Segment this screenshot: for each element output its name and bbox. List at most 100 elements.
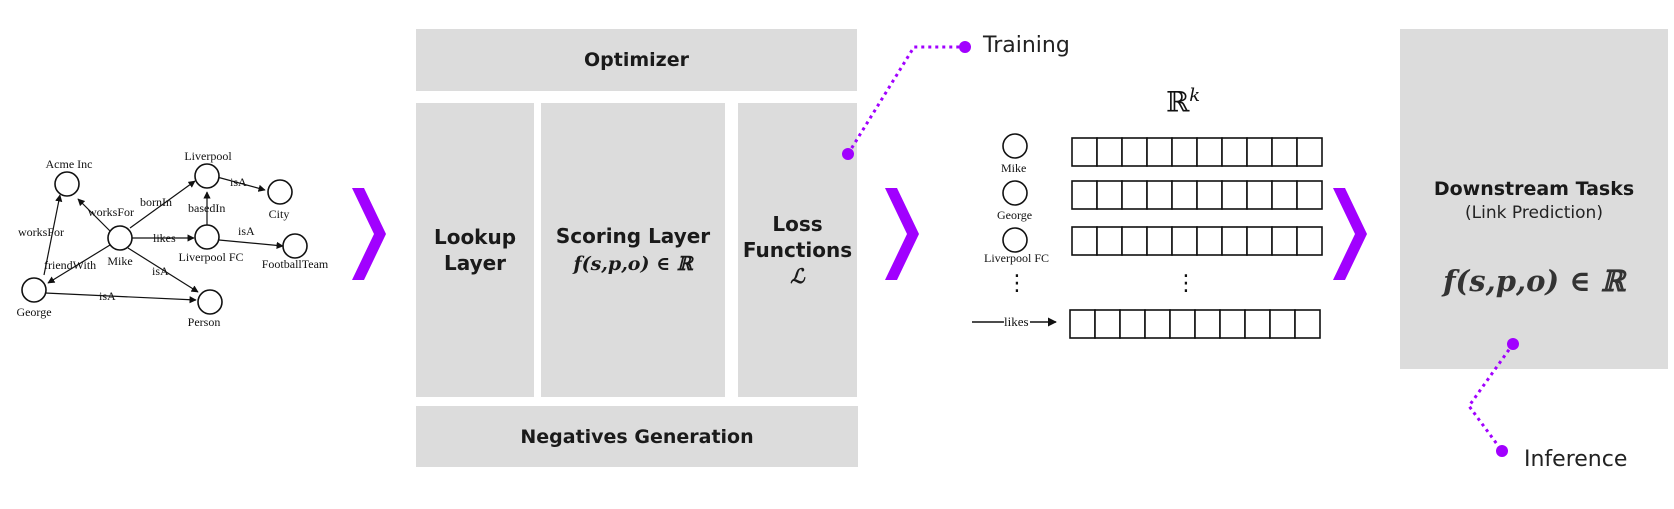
- embedding-row-label-mike: Mike: [1001, 161, 1027, 175]
- embedding-cell: [1096, 137, 1123, 167]
- embedding-cell: [1271, 180, 1298, 210]
- lookup-layer-line2: Layer: [443, 251, 507, 275]
- node-mike: [107, 225, 133, 251]
- edge-george-acme: [43, 194, 63, 276]
- embedding-cell: [1071, 226, 1098, 256]
- edge-mike-person: [127, 247, 199, 293]
- embedding-vector-mike: [1071, 137, 1323, 167]
- embedding-vector-liverpool-fc: [1071, 226, 1323, 256]
- node-person: [197, 289, 223, 315]
- embedding-cell: [1196, 180, 1223, 210]
- embedding-cell: [1221, 180, 1248, 210]
- node-label-football-team: FootballTeam: [262, 257, 329, 271]
- node-football-team: [282, 233, 308, 259]
- edge-label-isa-george: isA: [99, 289, 116, 303]
- edge-mike-liverpool: [129, 180, 196, 229]
- edge-liverpool-city: [216, 176, 266, 192]
- embedding-cell: [1096, 180, 1123, 210]
- training-callout-line: [842, 41, 971, 160]
- embedding-cell: [1071, 180, 1098, 210]
- loss-functions-line1: Loss: [772, 212, 823, 236]
- scoring-layer-label: Scoring Layer f(s,p,o) ∈ ℝ: [541, 103, 725, 397]
- embedding-cell: [1144, 309, 1171, 339]
- node-liverpool: [194, 163, 220, 189]
- embedding-cell: [1219, 309, 1246, 339]
- embedding-row-label-liverpool-fc: Liverpool FC: [984, 251, 1049, 265]
- embedding-cell: [1069, 309, 1096, 339]
- edge-label-likes: likes: [153, 231, 176, 245]
- scoring-layer-box: [541, 103, 725, 397]
- embedding-node-liverpool-fc: [1002, 227, 1028, 253]
- embedding-cell: [1196, 226, 1223, 256]
- embedding-cell: [1071, 137, 1098, 167]
- edge-label-bornin: bornIn: [140, 195, 172, 209]
- embedding-cell: [1194, 309, 1221, 339]
- embedding-cell: [1271, 137, 1298, 167]
- embedding-cell: [1121, 180, 1148, 210]
- embedding-vector-george: [1071, 180, 1323, 210]
- embedding-cell: [1246, 226, 1273, 256]
- embedding-cell: [1296, 226, 1323, 256]
- embedding-cell: [1096, 226, 1123, 256]
- embedding-cell: [1119, 309, 1146, 339]
- embedding-cell: [1246, 137, 1273, 167]
- lookup-layer-box: [416, 103, 534, 397]
- edge-label-isa-mike: isA: [152, 264, 169, 278]
- node-label-mike: Mike: [107, 254, 132, 268]
- node-label-person: Person: [188, 315, 221, 329]
- edge-mike-acme: [77, 198, 111, 232]
- embedding-vector-likes: [1069, 309, 1321, 339]
- node-label-liverpool: Liverpool: [184, 149, 232, 163]
- downstream-tasks-subtitle: (Link Prediction): [1465, 203, 1603, 223]
- scoring-formula: f(s,p,o) ∈ ℝ: [573, 253, 693, 275]
- node-city: [267, 179, 293, 205]
- embedding-cell: [1146, 226, 1173, 256]
- embedding-cell: [1121, 137, 1148, 167]
- optimizer-box: [416, 29, 857, 91]
- downstream-tasks-title: Downstream Tasks: [1433, 178, 1635, 200]
- inference-callout-line: [1467, 338, 1519, 457]
- ellipsis-left: ⋮: [1006, 271, 1028, 296]
- relation-arrow-line: [972, 317, 1057, 327]
- embedding-cell: [1269, 309, 1296, 339]
- downstream-formula: f(s,p,o) ∈ ℝ: [1443, 264, 1625, 298]
- embedding-cell: [1196, 137, 1223, 167]
- embedding-cell: [1296, 137, 1323, 167]
- optimizer-label: Optimizer: [584, 49, 689, 71]
- embedding-cell: [1171, 137, 1198, 167]
- embedding-cell: [1296, 180, 1323, 210]
- node-label-george: George: [16, 305, 51, 319]
- embedding-space-label: ℝk: [1166, 85, 1200, 118]
- node-acme: [54, 171, 80, 197]
- node-label-city: City: [269, 207, 290, 221]
- embedding-cell: [1271, 226, 1298, 256]
- embedding-cell: [1121, 226, 1148, 256]
- embedding-cell: [1221, 226, 1248, 256]
- embedding-node-mike: [1002, 133, 1028, 159]
- loss-functions-line2: Functions: [742, 238, 853, 262]
- edge-label-basedin: basedIn: [188, 201, 225, 215]
- embedding-cell: [1169, 309, 1196, 339]
- embedding-cell: [1146, 137, 1173, 167]
- relation-label-likes: likes: [1004, 314, 1029, 329]
- ellipsis-right: ⋮: [1175, 271, 1197, 296]
- embedding-space-symbol: ℝ: [1166, 85, 1190, 119]
- lookup-layer-label: Lookup Layer: [416, 103, 534, 397]
- loss-functions-label: Loss Functions ℒ: [738, 103, 857, 397]
- downstream-tasks-box: [1400, 29, 1668, 369]
- embedding-cell: [1221, 137, 1248, 167]
- node-label-liverpool-fc: Liverpool FC: [179, 250, 244, 264]
- edge-lfc-team: [218, 239, 284, 249]
- embedding-cell: [1294, 309, 1321, 339]
- inference-label: Inference: [1524, 447, 1628, 472]
- embedding-cell: [1094, 309, 1121, 339]
- embedding-cell: [1244, 309, 1271, 339]
- edge-label-isa-team: isA: [238, 224, 255, 238]
- embedding-cell: [1171, 226, 1198, 256]
- edge-mike-george: [47, 244, 111, 284]
- knowledge-graph: Acme Inc Liverpool City Mike Liverpool F…: [16, 149, 329, 329]
- loss-symbol: ℒ: [790, 264, 805, 288]
- negatives-generation-box: [416, 406, 858, 467]
- edge-label-isa-city: isA: [230, 175, 247, 189]
- training-label: Training: [983, 33, 1070, 58]
